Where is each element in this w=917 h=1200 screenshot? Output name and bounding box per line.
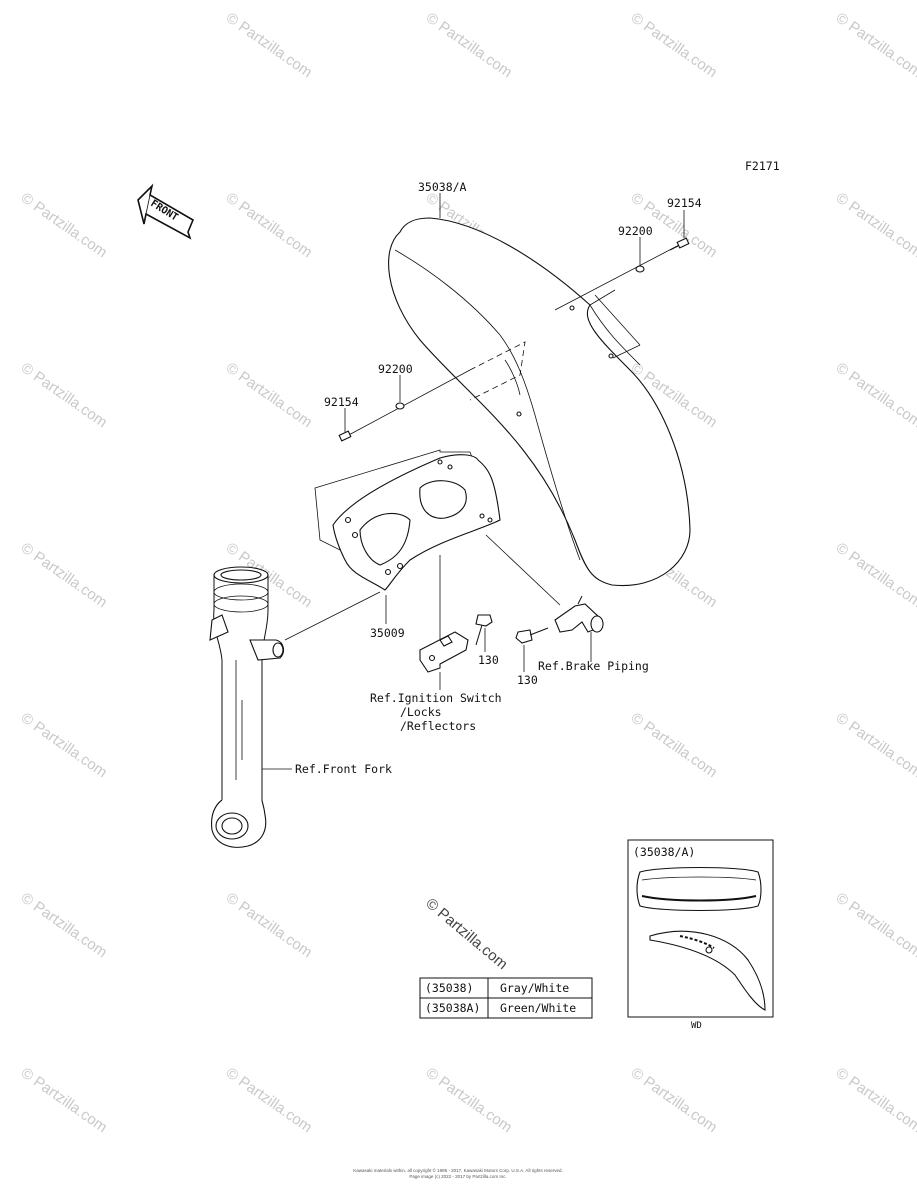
watermark: © Partzilla.com <box>18 189 111 261</box>
clamp-center <box>419 631 469 673</box>
front-fork <box>209 566 285 848</box>
color-table-code-1: (35038) <box>425 981 473 995</box>
front-arrow-icon: FRONT <box>137 183 195 240</box>
label-130-center: 130 <box>478 653 499 667</box>
watermark: © Partzilla.com <box>223 1064 316 1136</box>
footer-copyright: Kawasaki materials within, all copyright… <box>353 1167 562 1173</box>
watermark: © Partzilla.com <box>833 189 917 261</box>
inset-box: (35038/A) WD <box>627 839 774 1031</box>
color-table-code-2: (35038A) <box>425 1001 480 1015</box>
bolt-right <box>669 237 690 251</box>
color-table-color-2: Green/White <box>500 1001 576 1015</box>
inset-caption: WD <box>691 1021 702 1031</box>
footer-page-image: Page image (c) 2022 - 2017 by Partzilla.… <box>409 1174 506 1179</box>
diagram-code: F2171 <box>745 159 780 173</box>
watermark: © Partzilla.com <box>423 1064 516 1136</box>
watermark: © Partzilla.com <box>833 709 917 781</box>
label-92200-right: 92200 <box>618 224 653 238</box>
watermark-layer: © Partzilla.com © Partzilla.com © Partzi… <box>18 9 917 1136</box>
inset-fender-side <box>649 930 766 1011</box>
label-ref-front-fork: Ref.Front Fork <box>295 762 392 776</box>
watermark: © Partzilla.com <box>18 889 111 961</box>
watermark: © Partzilla.com <box>833 359 917 431</box>
label-ref-ignition-3: /Reflectors <box>400 719 476 733</box>
watermark: © Partzilla.com <box>628 9 721 81</box>
label-ref-ignition-2: /Locks <box>400 705 442 719</box>
watermark: © Partzilla.com <box>628 1064 721 1136</box>
watermark: © Partzilla.com <box>423 9 516 81</box>
color-table-color-1: Gray/White <box>500 981 569 995</box>
watermark: © Partzilla.com <box>18 1064 111 1136</box>
bolt-lower <box>515 627 549 644</box>
label-92200-left: 92200 <box>378 362 413 376</box>
watermark: © Partzilla.com <box>833 9 917 81</box>
watermark: © Partzilla.com <box>223 189 316 261</box>
watermark: © Partzilla.com <box>18 359 111 431</box>
label-ref-ignition-1: Ref.Ignition Switch <box>370 691 502 705</box>
washer-left <box>395 402 405 410</box>
brake-piping-clamp <box>554 595 604 633</box>
front-fender <box>388 217 691 587</box>
label-92154-right: 92154 <box>667 196 702 210</box>
color-table: (35038) Gray/White (35038A) Green/White <box>419 977 593 1019</box>
watermark: © Partzilla.com <box>833 539 917 611</box>
watermark: © Partzilla.com <box>18 539 111 611</box>
washer-right <box>635 265 645 273</box>
watermark: © Partzilla.com <box>223 889 316 961</box>
label-92154-left: 92154 <box>324 395 359 409</box>
label-ref-brake-piping: Ref.Brake Piping <box>538 659 649 673</box>
inset-fender-top <box>636 866 762 912</box>
watermark: © Partzilla.com <box>833 889 917 961</box>
label-35038A: 35038/A <box>418 180 467 194</box>
bolt-center <box>475 614 493 646</box>
watermark: © Partzilla.com <box>628 709 721 781</box>
watermark: © Partzilla.com <box>223 359 316 431</box>
fender-bracket <box>314 449 501 591</box>
watermark: © Partzilla.com <box>18 709 111 781</box>
bolt-left <box>338 430 352 442</box>
watermark: © Partzilla.com <box>223 9 316 81</box>
watermark-center: © Partzilla.com <box>422 895 510 973</box>
label-130-lower: 130 <box>517 673 538 687</box>
label-35009: 35009 <box>370 626 405 640</box>
inset-title: (35038/A) <box>633 845 695 859</box>
watermark: © Partzilla.com <box>833 1064 917 1136</box>
